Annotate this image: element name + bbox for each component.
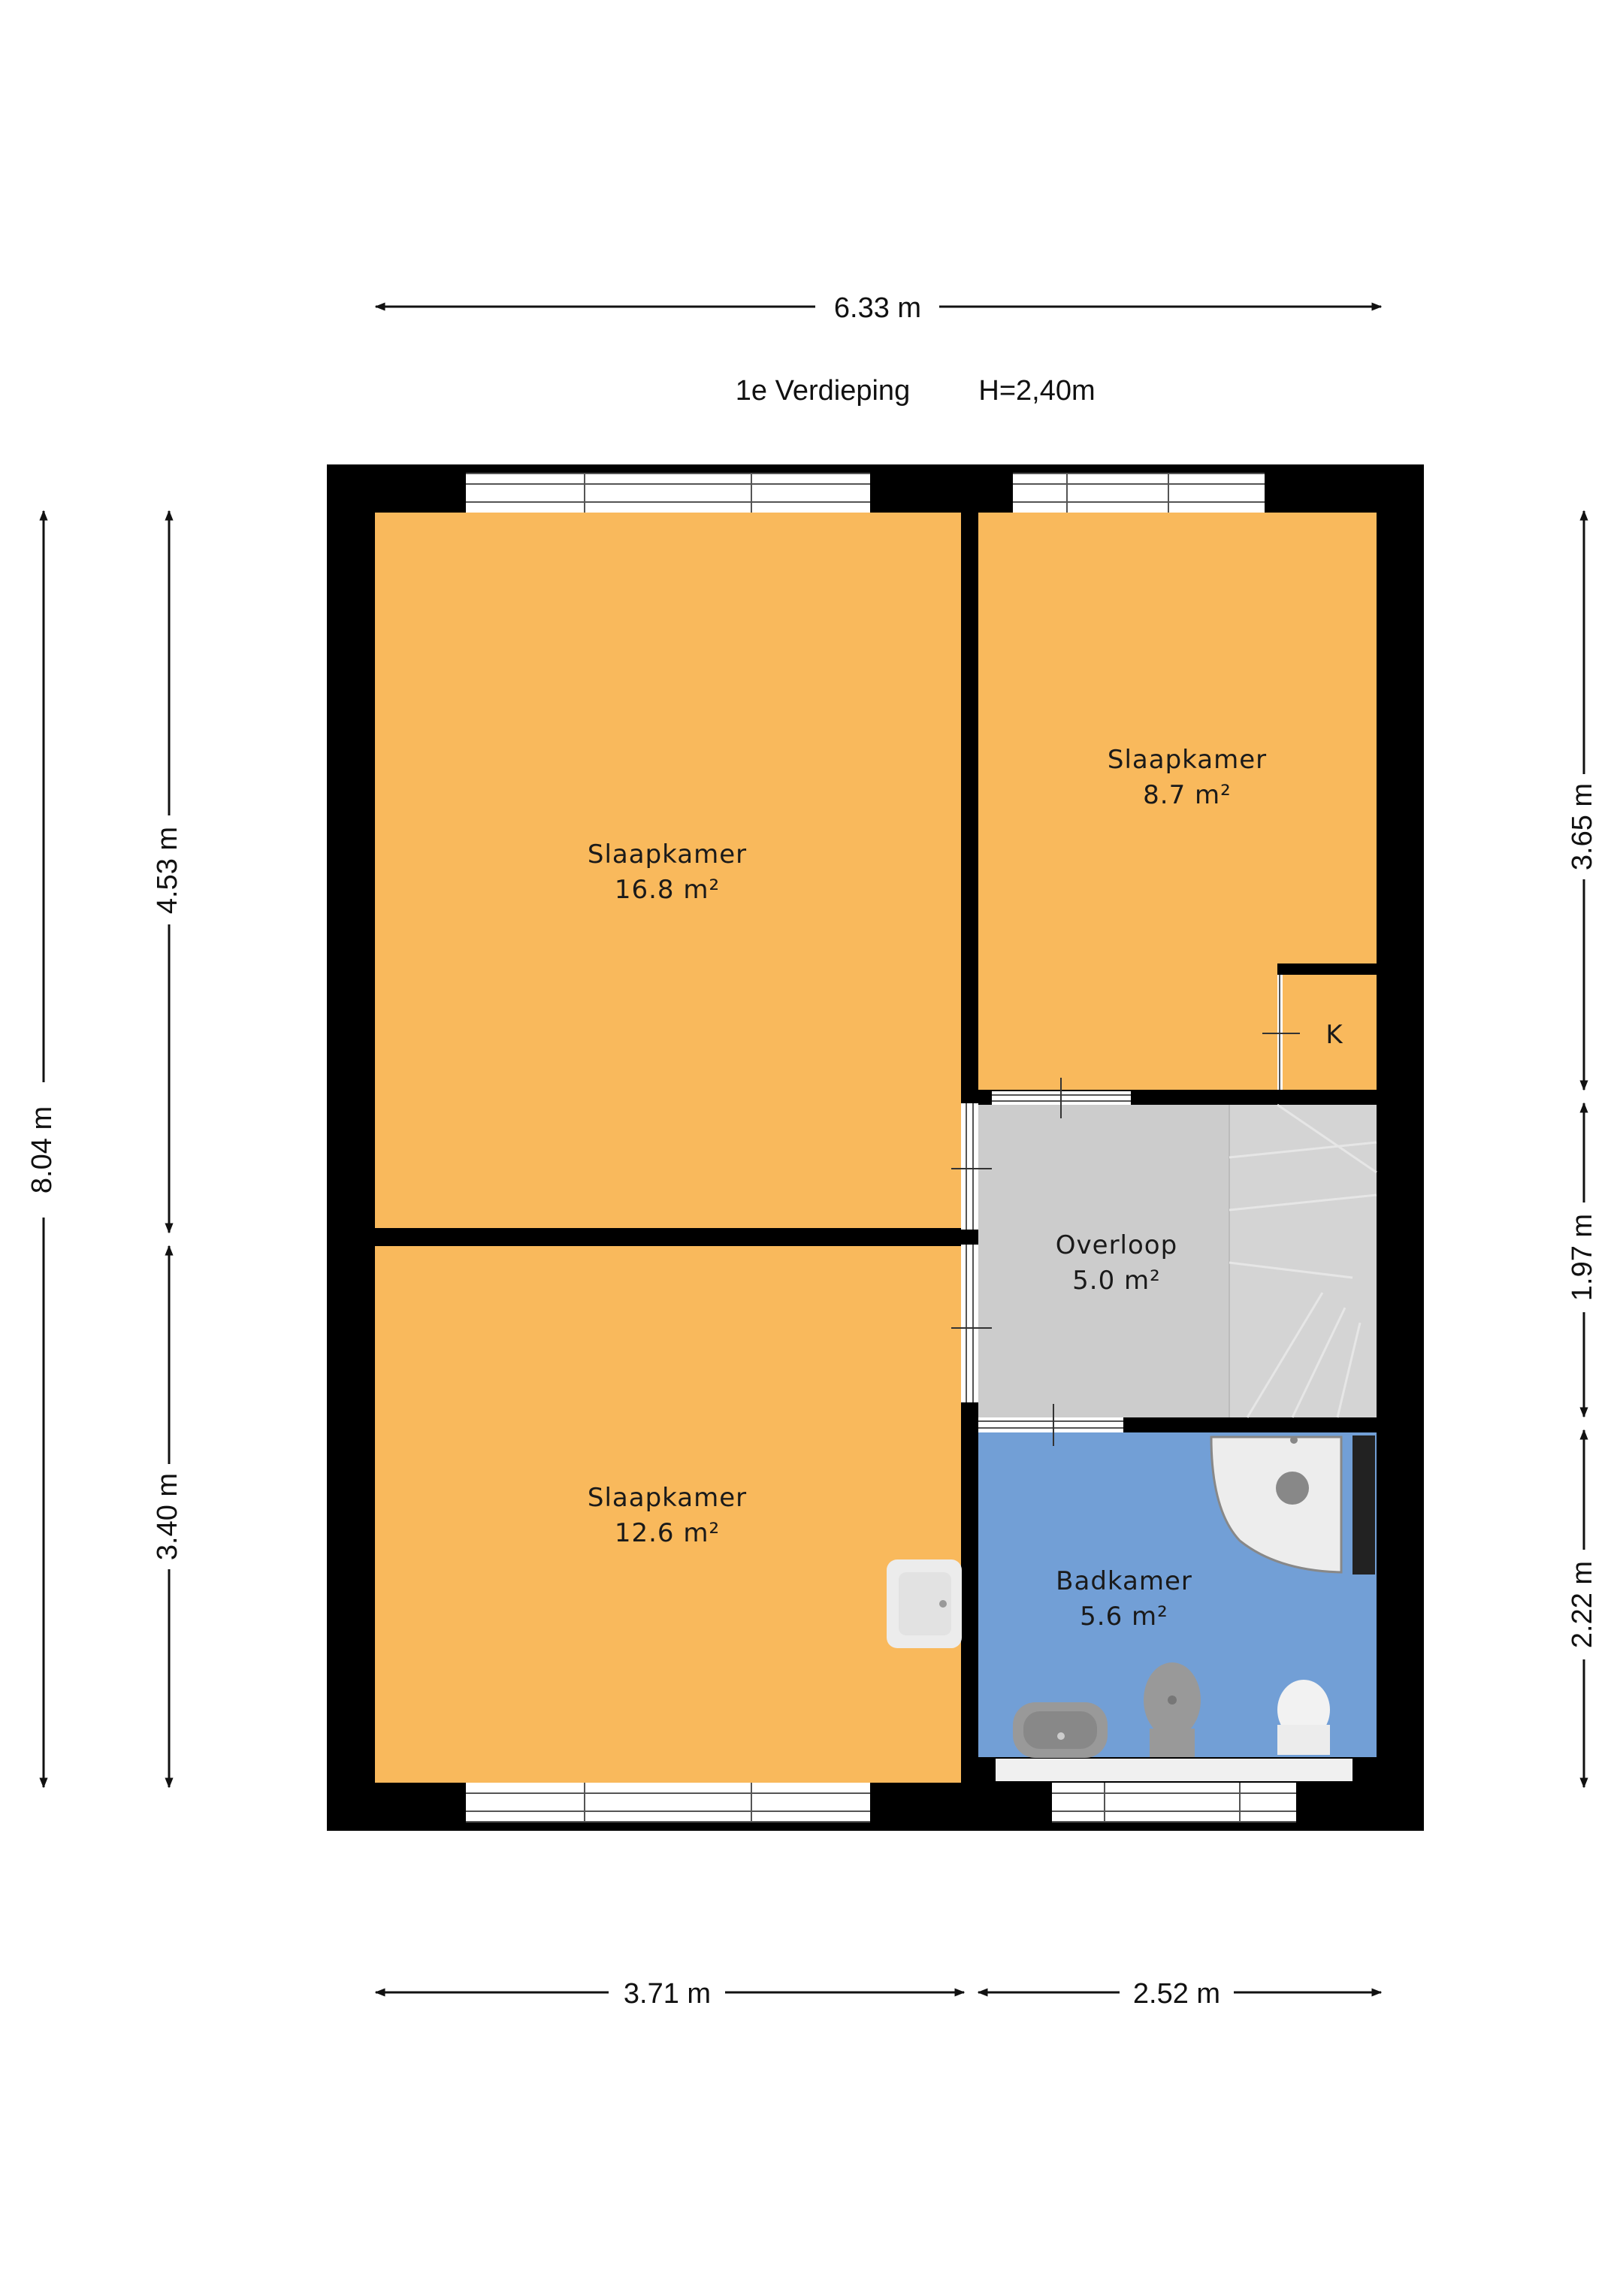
bathroom-counter [996, 1759, 1352, 1781]
dim-bottom-right-label: 2.52 m [1133, 1978, 1220, 2010]
room-bedroom-large [375, 513, 961, 1228]
room-bedroom-bottom [375, 1246, 961, 1783]
dim-left-lower: 3.40 m [152, 1245, 183, 1789]
window-top-right [1013, 473, 1265, 513]
washbasin-bathroom [1013, 1702, 1108, 1758]
door-landing-left [951, 1103, 992, 1402]
door-closet [1262, 975, 1300, 1090]
room-landing-area: 5.0 m² [1072, 1266, 1161, 1296]
shower [1210, 1435, 1375, 1575]
wall-landing-top [1131, 1091, 1377, 1105]
dim-top-total-label: 6.33 m [834, 292, 921, 324]
floor-height: H=2,40m [978, 375, 1095, 407]
staircase [1229, 1103, 1377, 1418]
room-bedroom-bottom-name: Slaapkamer [588, 1483, 747, 1513]
dim-right-middle: 1.97 m [1567, 1102, 1598, 1418]
dim-bottom-right: 2.52 m [977, 1978, 1383, 2010]
wall-bath-top [1123, 1417, 1377, 1432]
dim-right-upper: 3.65 m [1567, 510, 1598, 1091]
dim-right-lower: 2.22 m [1567, 1429, 1598, 1789]
dim-bottom-left: 3.71 m [374, 1978, 966, 2010]
dim-left-upper: 4.53 m [152, 510, 183, 1234]
dim-left-total-label: 8.04 m [26, 1106, 58, 1193]
door-bathroom [978, 1404, 1123, 1446]
dim-right-lower-label: 2.22 m [1567, 1561, 1598, 1648]
room-bathroom-area: 5.6 m² [1080, 1602, 1168, 1632]
wall-closet-top [1277, 963, 1377, 975]
room-bedroom-bottom-area: 12.6 m² [615, 1518, 720, 1548]
washbasin-bedroom [887, 1559, 962, 1648]
dim-bottom-left-label: 3.71 m [624, 1978, 711, 2010]
dim-left-upper-label: 4.53 m [152, 827, 183, 914]
room-bedroom-small-name: Slaapkamer [1108, 745, 1267, 775]
room-bedroom-large-area: 16.8 m² [615, 875, 720, 905]
room-bedroom-small-area: 8.7 m² [1143, 780, 1232, 810]
toilet [1277, 1680, 1330, 1755]
window-bottom-left [466, 1783, 870, 1823]
window-bottom-right [1052, 1783, 1296, 1823]
dim-right-middle-label: 1.97 m [1567, 1214, 1598, 1301]
door-bedroom-small [992, 1078, 1131, 1118]
dim-left-total: 8.04 m [26, 510, 58, 1789]
room-bathroom-name: Badkamer [1056, 1566, 1192, 1596]
window-top-left [466, 473, 870, 513]
wall-closet-floor [1283, 975, 1377, 1090]
room-landing-name: Overloop [1056, 1230, 1177, 1260]
room-closet-name: K [1325, 1020, 1343, 1050]
bidet [1144, 1662, 1201, 1757]
dim-right-upper-label: 3.65 m [1567, 783, 1598, 870]
floor-name: 1e Verdieping [736, 375, 910, 407]
dim-top-total: 6.33 m [374, 292, 1383, 324]
room-bedroom-large-name: Slaapkamer [588, 839, 747, 870]
dim-left-lower-label: 3.40 m [152, 1473, 183, 1560]
